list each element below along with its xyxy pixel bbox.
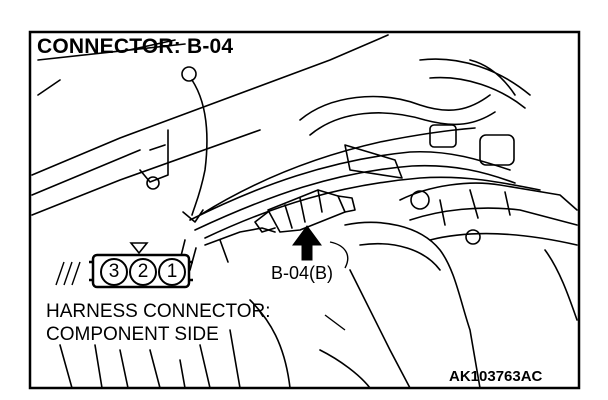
figure-id: AK103763AC — [449, 368, 543, 385]
connector-pin-3: 3 — [100, 258, 128, 286]
body-panel-outline — [31, 34, 389, 216]
pin-key-marker-icon — [129, 242, 149, 255]
harness-label-leader — [324, 314, 346, 331]
mounting-bolt — [146, 176, 160, 190]
wiring-harness-bundle — [189, 127, 541, 239]
component-side-label: COMPONENT SIDE — [46, 324, 219, 345]
callout-leader — [329, 241, 349, 269]
ground-ring-terminal — [181, 66, 197, 82]
engine-block — [399, 182, 578, 246]
harness-connector-label: HARNESS CONNECTOR: — [46, 301, 271, 322]
engine-hoses — [299, 58, 531, 136]
diagram-frame — [28, 30, 581, 390]
connector-callout-label: B-04(B) — [271, 263, 334, 283]
body-panel-rail — [37, 39, 186, 183]
lower-air-duct — [319, 221, 481, 389]
connector-pin-2: 2 — [129, 258, 157, 286]
diagram-title: CONNECTOR: B-04 — [37, 35, 234, 58]
connector-pin-1: 1 — [158, 258, 186, 286]
connector-pointer-arrow — [292, 225, 322, 261]
ground-wire — [191, 79, 208, 216]
